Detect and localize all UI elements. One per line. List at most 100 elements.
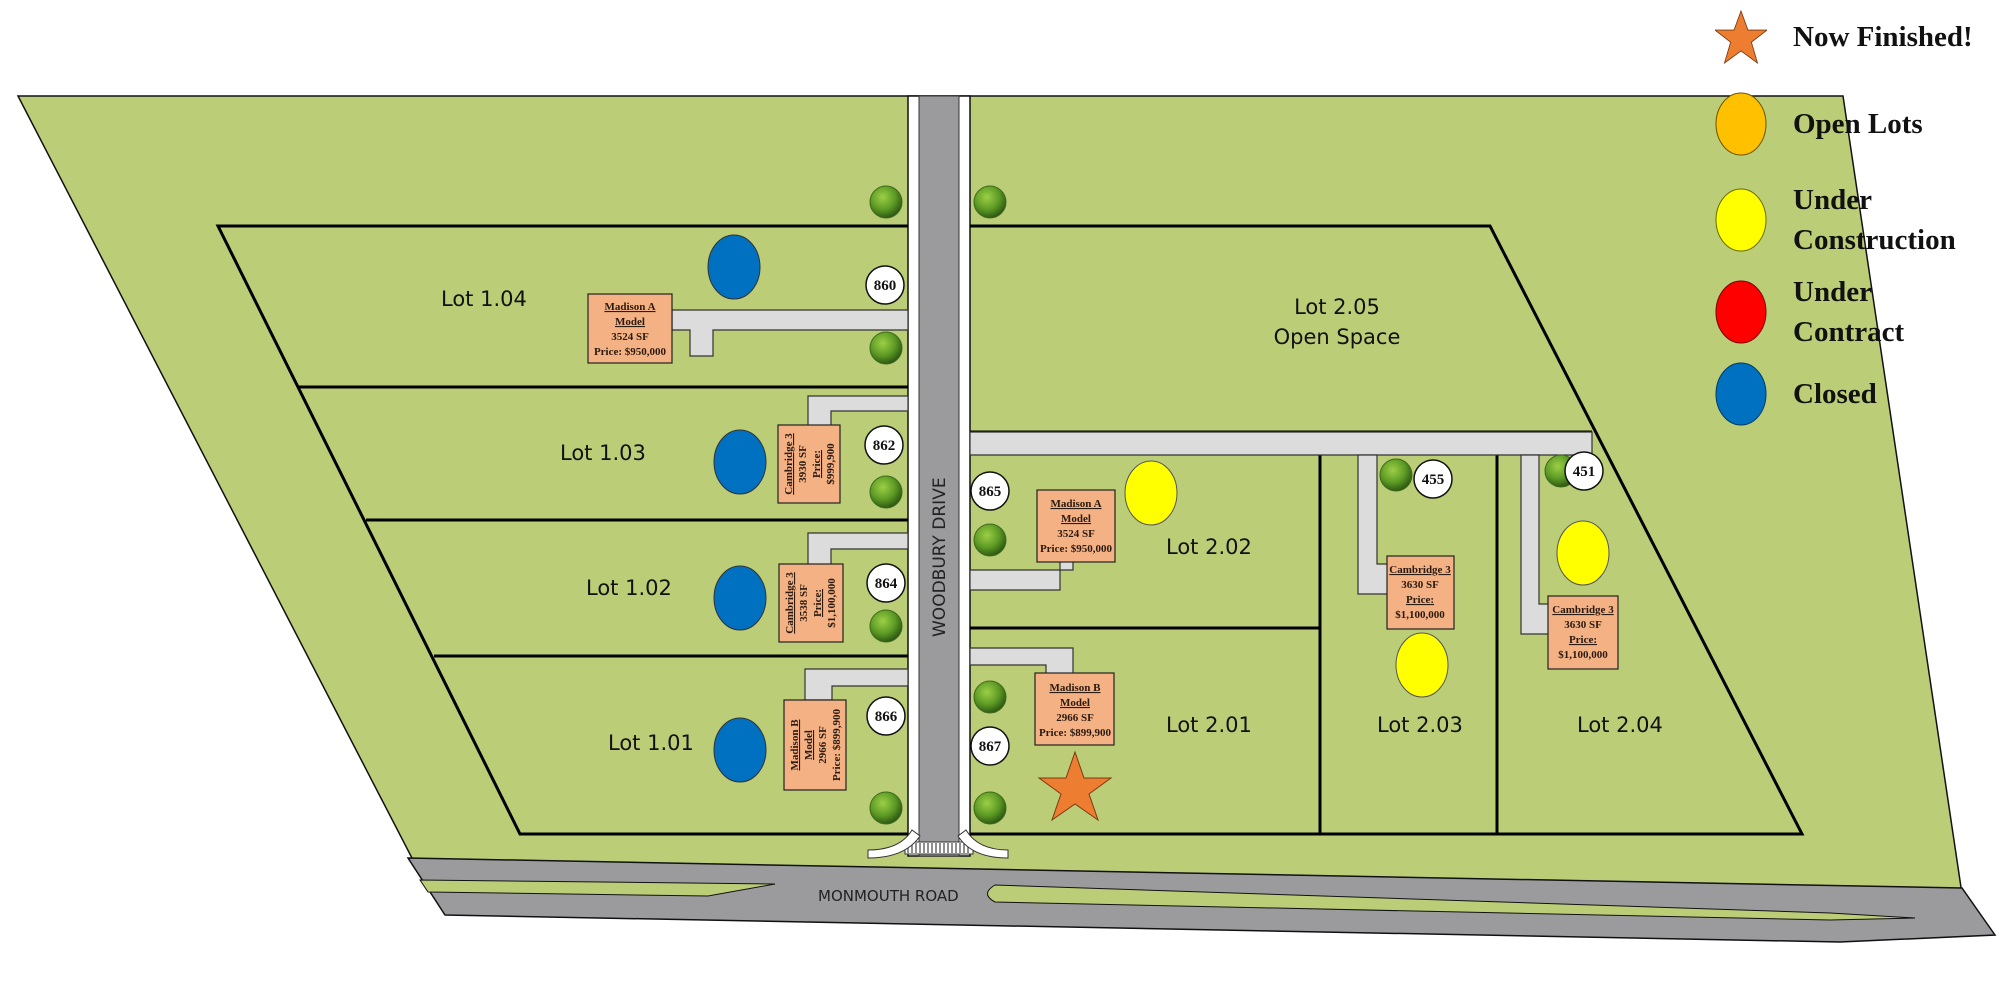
address-markers: 860 862 864 866 865 867 455 451 [864,265,1604,766]
svg-text:Price:: Price: [812,589,824,617]
svg-text:3524 SF: 3524 SF [1057,528,1095,540]
monmouth-road-label: MONMOUTH ROAD [818,887,959,905]
model-box-lot-1-01[interactable]: Madison B Model 2966 SF Price: $899,900 [783,699,847,791]
model-box-lot-2-01[interactable]: Madison B Model 2966 SF Price: $899,900 [1034,672,1115,746]
tree-icon [869,475,903,509]
circle-yellow-icon [1715,188,1767,252]
circle-red-icon [1715,280,1767,344]
legend-item-open-lots: Open Lots [1715,92,1923,156]
svg-text:867: 867 [979,739,1002,755]
lot-label-2-02: Lot 2.02 [1166,535,1252,559]
address-marker-865[interactable]: 865 [970,471,1010,511]
svg-text:$1,100,000: $1,100,000 [1558,649,1608,661]
svg-text:3524 SF: 3524 SF [611,331,649,343]
lot-label-1-01: Lot 1.01 [608,731,694,755]
svg-text:$1,100,000: $1,100,000 [1395,609,1445,621]
address-marker-455[interactable]: 455 [1413,459,1453,499]
status-marker-lot-1-02[interactable] [713,565,767,631]
woodbury-road [918,95,960,857]
lot-label-2-05: Lot 2.05 [1294,295,1380,319]
svg-text:Madison A: Madison A [604,301,655,313]
svg-text:Cambridge 3: Cambridge 3 [784,572,796,634]
svg-text:Madison A: Madison A [1050,498,1101,510]
tree-icon [973,680,1007,714]
status-marker-lot-2-01-star[interactable] [1037,750,1113,822]
road-median-left [419,879,776,897]
tree-icon [973,791,1007,825]
tree-icon [869,609,903,643]
legend-label: Closed [1793,378,1877,410]
svg-text:$1,100,000: $1,100,000 [826,578,838,628]
svg-text:860: 860 [874,278,897,294]
tree-icon [869,791,903,825]
model-box-lot-2-03[interactable]: Cambridge 3 3630 SF Price: $1,100,000 [1386,555,1455,630]
svg-text:$999,900: $999,900 [825,443,837,485]
lot-label-2-03: Lot 2.03 [1377,713,1463,737]
svg-text:455: 455 [1422,472,1445,488]
svg-text:Cambridge 3: Cambridge 3 [1389,564,1451,576]
status-marker-lot-2-02[interactable] [1124,460,1178,526]
entrance-curb-right [957,829,1009,859]
address-marker-866[interactable]: 866 [866,696,906,736]
svg-text:3930 SF: 3930 SF [797,445,809,483]
svg-text:451: 451 [1573,464,1596,480]
model-box-lot-2-04[interactable]: Cambridge 3 3630 SF Price: $1,100,000 [1547,595,1619,670]
crosswalk [904,841,974,855]
status-marker-lot-1-03[interactable] [713,429,767,495]
legend-item-closed: Closed [1715,362,1877,426]
driveways [671,309,1593,701]
legend-label: Open Lots [1793,108,1923,140]
status-marker-lot-1-01[interactable] [713,717,767,783]
svg-text:3630 SF: 3630 SF [1564,619,1602,631]
svg-text:Model: Model [615,316,645,328]
lot-label-2-04: Lot 2.04 [1577,713,1663,737]
svg-text:Cambridge 3: Cambridge 3 [1552,604,1614,616]
star-icon [1715,9,1767,65]
woodbury-drive-label: WOODBURY DRIVE [930,477,950,637]
address-marker-860[interactable]: 860 [865,265,905,305]
circle-blue-icon [1715,362,1767,426]
left-lots [215,224,908,836]
status-marker-lot-1-04[interactable] [707,234,761,300]
lot-label-1-03: Lot 1.03 [560,441,646,465]
svg-text:Price: $899,900: Price: $899,900 [831,708,843,781]
lot-label-2-05-sub: Open Space [1274,325,1401,349]
svg-text:2966 SF: 2966 SF [1056,712,1094,724]
tree-icon [869,331,903,365]
status-marker-lot-2-04[interactable] [1556,520,1610,586]
svg-text:Price: $950,000: Price: $950,000 [594,346,667,358]
svg-text:864: 864 [875,576,898,592]
model-box-lot-2-02[interactable]: Madison A Model 3524 SF Price: $950,000 [1036,489,1116,563]
svg-text:Cambridge 3: Cambridge 3 [783,433,795,495]
svg-text:Price: $899,900: Price: $899,900 [1039,727,1112,739]
svg-text:Model: Model [803,730,815,760]
svg-text:866: 866 [875,709,898,725]
address-marker-862[interactable]: 862 [864,425,904,465]
svg-text:Madison B: Madison B [789,719,801,771]
model-box-lot-1-03[interactable]: Cambridge 3 3930 SF Price: $999,900 [777,424,841,504]
address-marker-864[interactable]: 864 [866,563,906,603]
svg-text:Price:: Price: [811,450,823,478]
svg-text:865: 865 [979,484,1002,500]
status-marker-lot-2-03[interactable] [1395,632,1449,698]
model-box-lot-1-04[interactable]: Madison A Model 3524 SF Price: $950,000 [587,293,673,364]
svg-text:862: 862 [873,438,896,454]
model-box-lot-1-02[interactable]: Cambridge 3 3538 SF Price: $1,100,000 [778,563,844,643]
tree-icon [973,185,1007,219]
svg-text:2966 SF: 2966 SF [817,726,829,764]
address-marker-451[interactable]: 451 [1564,451,1604,491]
address-marker-867[interactable]: 867 [970,726,1010,766]
lot-label-2-01: Lot 2.01 [1166,713,1252,737]
legend-label: Now Finished! [1793,21,1973,53]
svg-text:Model: Model [1061,513,1091,525]
lot-label-1-04: Lot 1.04 [441,287,527,311]
svg-text:Model: Model [1060,697,1090,709]
svg-text:Price:: Price: [1406,594,1434,606]
svg-text:Price: $950,000: Price: $950,000 [1040,543,1113,555]
